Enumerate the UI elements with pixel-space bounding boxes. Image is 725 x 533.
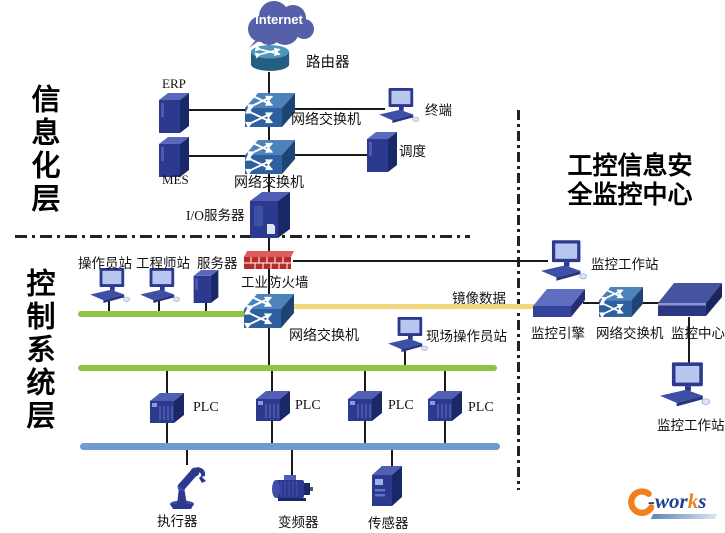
eworks-logo-underline [650, 514, 718, 519]
link-ioserver-firewall [268, 234, 270, 252]
logo-s: s [698, 489, 707, 513]
io-server-icon [250, 192, 290, 238]
link-erp-switch1 [188, 109, 248, 111]
drop-sensor [391, 449, 393, 470]
industrial-firewall-label: 工业防火墙 [241, 275, 309, 290]
control-layer-title: 控制系统层 [22, 268, 54, 433]
monitor-workstation-bottom-label: 监控工作站 [657, 418, 725, 433]
zone-divider-vertical [517, 110, 520, 490]
monitor-engine-icon [533, 289, 585, 319]
network-switch3-icon [244, 293, 294, 329]
stem-field-operator [404, 351, 406, 368]
erp-server-icon [159, 93, 189, 133]
plc1-label: PLC [193, 400, 219, 415]
operator-station-pc-icon [90, 268, 130, 304]
monitor-engine-label: 监控引擎 [531, 326, 585, 341]
sensor-label: 传感器 [368, 516, 409, 531]
plc1-icon [150, 393, 184, 423]
server-label: 服务器 [197, 256, 238, 271]
link-switch4-center [641, 302, 660, 304]
plc4-label: PLC [468, 400, 494, 415]
link-engine-switch4 [583, 302, 601, 304]
inverter-motor-icon [270, 471, 314, 503]
engineer-station-pc-icon [140, 268, 180, 304]
stem-server [205, 301, 207, 314]
mes-server-icon [159, 137, 189, 177]
industrial-firewall-icon [244, 251, 294, 271]
monitor-workstation-bottom-icon [660, 362, 710, 408]
network-switch3-label: 网络交换机 [289, 329, 359, 344]
sensor-icon [372, 466, 402, 506]
layer-divider-horizontal [15, 235, 470, 238]
mes-label: MES [162, 172, 189, 187]
logo-k: k [687, 489, 699, 513]
field-operator-label: 现场操作员站 [426, 329, 507, 344]
link-router-switch1 [268, 72, 270, 94]
monitor-center-box-icon [658, 283, 722, 319]
link-switch1-switch2 [268, 126, 270, 141]
monitor-center-title: 工控信息安 全监控中心 [540, 152, 720, 210]
erp-label: ERP [162, 76, 186, 91]
server-tower-icon [193, 270, 219, 303]
link-mes-switch2 [188, 155, 248, 157]
io-server-label: I/O服务器 [186, 208, 245, 223]
plc4-icon [428, 391, 462, 421]
monitor-center-label: 监控中心 [671, 326, 725, 341]
monitor-workstation-top-label: 监控工作站 [591, 257, 659, 272]
network-switch2-label: 网络交换机 [234, 176, 304, 191]
mirror-data-label: 镜像数据 [452, 291, 506, 306]
engineer-station-label: 工程师站 [136, 256, 190, 271]
link-firewall-monitor-ws [293, 260, 548, 262]
monitor-workstation-top-icon [541, 240, 587, 282]
monitor-center-title-line2: 全监控中心 [567, 182, 693, 209]
operator-station-label: 操作员站 [78, 256, 132, 271]
eworks-logo: e-works [622, 483, 724, 529]
link-firewall-switch3 [268, 269, 270, 296]
terminal-label: 终端 [425, 103, 452, 118]
link-switch3-bus2 [268, 327, 270, 367]
actuator-robot-icon [166, 460, 206, 510]
logo-wor: -wor [648, 489, 688, 513]
eworks-logo-text: e-works [648, 489, 706, 514]
link-switch2-ioserver [268, 173, 270, 194]
internet-label: Internet [255, 11, 303, 27]
dispatch-label: 调度 [399, 144, 426, 159]
drop-actuator [186, 449, 188, 465]
actuator-label: 执行器 [157, 514, 198, 529]
info-layer-title: 信息化层 [27, 84, 59, 216]
network-switch1-label: 网络交换机 [291, 113, 361, 128]
network-switch2-icon [245, 139, 295, 175]
link-switch2-dispatch [293, 154, 370, 156]
router-icon [250, 44, 292, 73]
network-switch1-icon [245, 92, 295, 128]
plc3-icon [348, 391, 382, 421]
plc2-icon [256, 391, 290, 421]
network-switch4-icon [599, 285, 643, 319]
plc2-label: PLC [295, 398, 321, 413]
stem-operator-station [108, 301, 110, 314]
drop-inverter [291, 449, 293, 475]
field-bus-blue [80, 443, 500, 450]
network-switch4-label: 网络交换机 [596, 326, 664, 341]
field-operator-pc-icon [388, 317, 428, 353]
mirror-data-link-yellow [290, 304, 535, 309]
terminal-pc-icon [379, 88, 419, 124]
dispatch-server-icon [367, 132, 397, 172]
control-bus-green-1 [78, 311, 283, 317]
inverter-label: 变频器 [278, 515, 319, 530]
plc3-label: PLC [388, 398, 414, 413]
link-center-workstation [688, 317, 690, 363]
router-label: 路由器 [306, 55, 350, 71]
link-switch1-terminal [293, 108, 385, 110]
stem-engineer-station [158, 301, 160, 314]
monitor-center-title-line1: 工控信息安 [567, 153, 693, 180]
control-bus-green-2 [78, 365, 497, 371]
